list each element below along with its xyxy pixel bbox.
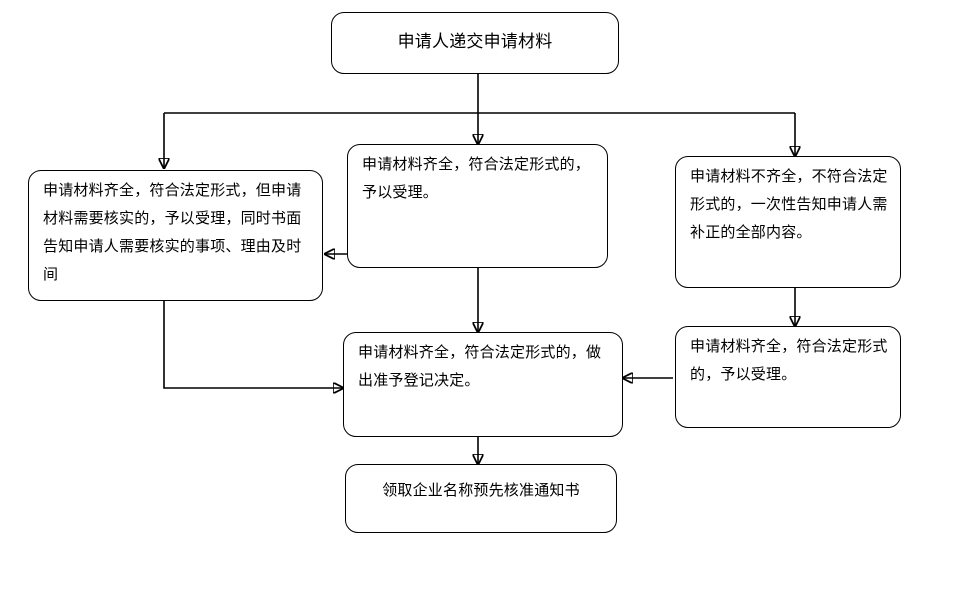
node-incomplete-materials-notice[interactable]: 申请材料不齐全，不符合法定形式的，一次性告知申请人需补正的全部内容。 (675, 156, 901, 288)
node-submit-application[interactable]: 申请人递交申请材料 (331, 12, 619, 74)
edge-accept-verify-to-approve (163, 301, 343, 388)
node-collect-approval-notice[interactable]: 领取企业名称预先核准通知书 (345, 464, 617, 533)
node-accept-directly[interactable]: 申请材料齐全，符合法定形式的，予以受理。 (347, 144, 608, 268)
node-approve-registration-decision[interactable]: 申请材料齐全，符合法定形式的，做出准予登记决定。 (343, 332, 623, 437)
node-accept-after-correction[interactable]: 申请材料齐全，符合法定形式的，予以受理。 (675, 326, 901, 428)
node-accept-with-verification[interactable]: 申请材料齐全，符合法定形式，但申请材料需要核实的，予以受理，同时书面告知申请人需… (28, 170, 323, 301)
